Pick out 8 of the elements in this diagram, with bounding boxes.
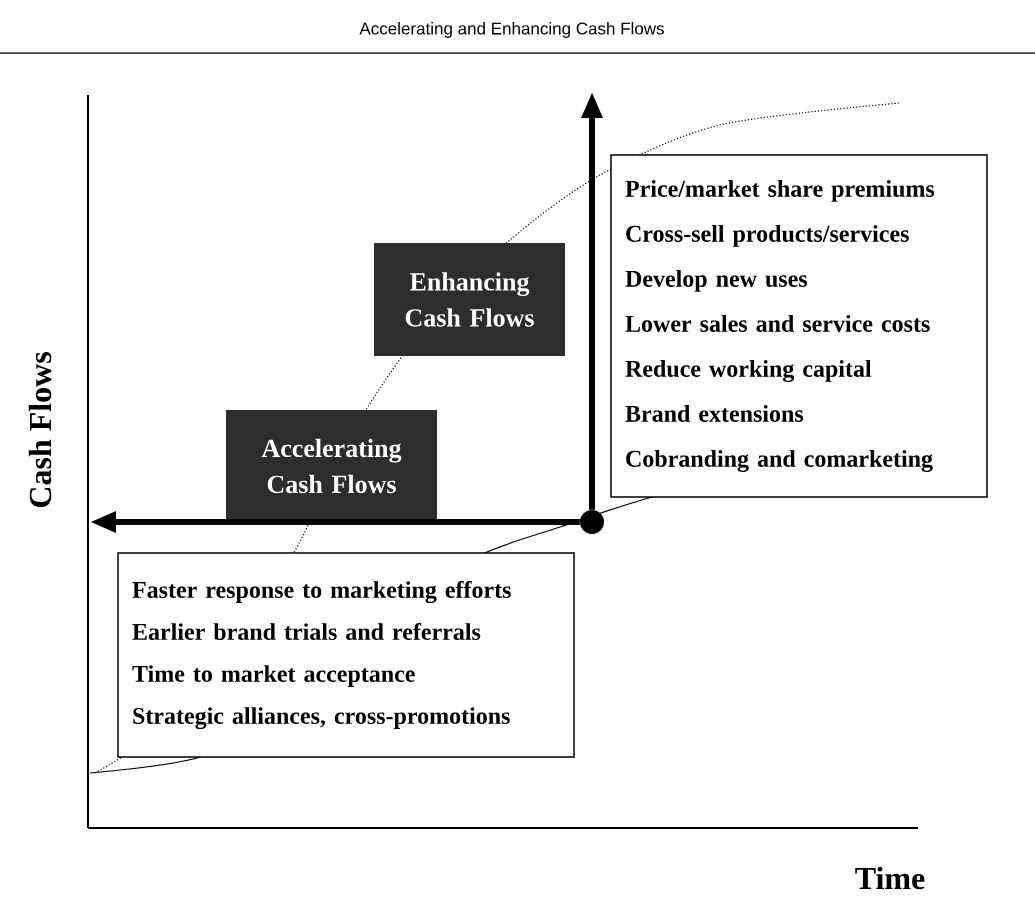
- label-box: Enhancing Cash Flows: [374, 243, 565, 356]
- list-box: Price/market share premiums Cross-sell products/services Develop new uses Lower sales and service costs Reduce working capital Brand extensions Cobranding and comarketing: [610, 154, 988, 498]
- label-box: Accelerating Cash Flows: [226, 410, 437, 522]
- title: Accelerating and Enhancing Cash Flows: [359, 22, 664, 38]
- list-box: Faster response to marketing efforts Earlier brand trials and referrals Time to market acceptance Strategic alliances, cross-promotions: [117, 552, 575, 758]
- junction-dot: [580, 510, 604, 534]
- axis-label: Cash Flows: [28, 352, 52, 508]
- axis-label: Time: [855, 866, 925, 890]
